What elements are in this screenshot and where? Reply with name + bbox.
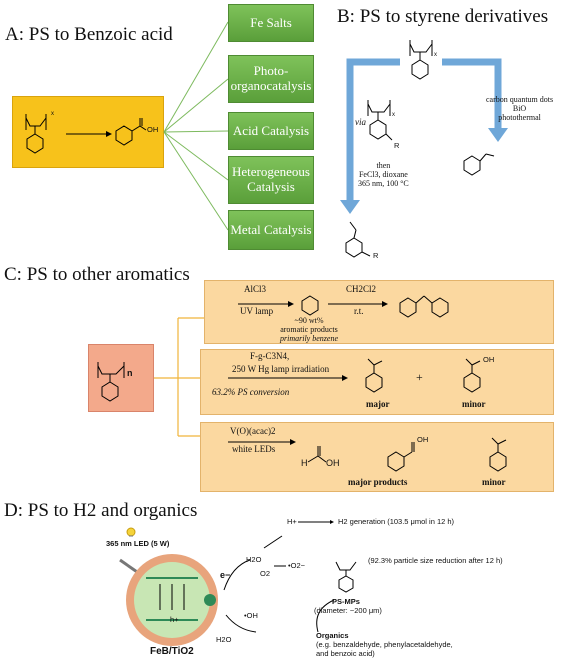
- row3-reagent-bottom: white LEDs: [232, 444, 276, 454]
- panel-b-conditions-right: carbon quantum dots BiO photothermal: [486, 95, 554, 122]
- panel-b-title: B: PS to styrene derivatives: [337, 6, 549, 27]
- row3-reagent-top: V(O)(acac)2: [230, 426, 276, 436]
- panel-a-fan-lines: [163, 21, 229, 231]
- panel-a-title: A: PS to Benzoic acid: [5, 24, 173, 45]
- panel-a-reaction-box: [12, 96, 164, 168]
- row2-minor: minor: [462, 399, 486, 409]
- row1-note: ~90 wt% aromatic products primarily benz…: [280, 316, 338, 343]
- row1-reagent-bottom: UV lamp: [240, 306, 274, 316]
- panel-d-superoxide: •O2−: [288, 561, 306, 570]
- panel-c-polystyrene: [97, 362, 125, 402]
- row3-major: major products: [348, 477, 408, 487]
- panel-d-h2o-top: H2O: [246, 555, 262, 564]
- catalyst-acid-catalysis: Acid Catalysis: [228, 112, 314, 150]
- row2-oh: OH: [483, 355, 495, 364]
- panel-d-h-plus: H+: [287, 517, 297, 526]
- row3-h: H: [301, 458, 308, 468]
- panel-d-o2: O2: [260, 569, 271, 578]
- panel-c-row2-box: [200, 349, 554, 415]
- row3-oh2: OH: [417, 435, 429, 444]
- panel-b-intermediate-r: R: [394, 141, 400, 150]
- row1-step2-bottom: r.t.: [354, 306, 364, 316]
- row2-conversion: 63.2% PS conversion: [212, 387, 290, 397]
- panel-d-diameter: (diameter: ~200 μm): [314, 606, 382, 615]
- panel-d-scheme: [119, 520, 357, 646]
- panel-c-row2-scheme: [228, 358, 481, 393]
- panel-d-led: 365 nm LED (5 W): [106, 539, 170, 548]
- panel-a-subscript: x: [51, 111, 54, 117]
- panel-d-catalyst: FeB/TiO2: [150, 646, 194, 657]
- panel-d-title: D: PS to H2 and organics: [4, 500, 198, 521]
- panel-c-row3-scheme: [228, 437, 507, 472]
- panel-d-h2-generation: H2 generation (103.5 μmol in 12 h): [338, 517, 455, 526]
- panel-c-start-box: [88, 344, 154, 412]
- catalyst-metal-catalysis: Metal Catalysis: [228, 210, 314, 250]
- panel-c-connectors: [154, 317, 204, 437]
- row2-reagent-bottom: 250 W Hg lamp irradiation: [232, 364, 330, 374]
- row3-minor: minor: [482, 477, 506, 487]
- catalyst-fe-salts: Fe Salts: [228, 4, 314, 42]
- panel-b-top-subscript: x: [434, 52, 437, 58]
- panel-c-title: C: PS to other aromatics: [4, 264, 190, 285]
- panel-c-row3-box: [200, 422, 554, 492]
- panel-c-row1-box: [204, 280, 554, 344]
- panel-d-h2o-bottom: H2O: [216, 635, 232, 644]
- panel-b-intermediate-subscript: x: [392, 112, 395, 118]
- panel-d-size-reduction: (92.3% particle size reduction after 12 …: [368, 556, 503, 565]
- row2-major: major: [366, 399, 390, 409]
- panel-c-row1-scheme: [238, 295, 449, 318]
- row2-plus: +: [416, 370, 423, 384]
- panel-a-oh-label: OH: [147, 125, 159, 134]
- panel-b-conditions-left: then FeCl3, dioxane 365 nm, 100 °C: [358, 161, 409, 188]
- row1-step2-top: CH2Cl2: [346, 284, 377, 294]
- panel-a-reaction-structures: [25, 114, 147, 154]
- panel-d-e-label: e−: [220, 570, 231, 580]
- panel-b-structures: [340, 40, 508, 258]
- panel-d-organics: Organics: [316, 631, 349, 640]
- panel-d-h-label: h+: [170, 615, 179, 624]
- row2-reagent-top: F-g-C3N4,: [250, 351, 290, 361]
- panel-d-organics-examples: (e.g. benzaldehyde, phenylacetaldehyde, …: [316, 640, 453, 658]
- panel-d-oh-radical: •OH: [244, 611, 258, 620]
- row3-oh1: OH: [326, 458, 340, 468]
- panel-b-product-r: R: [373, 251, 379, 260]
- row1-reagent-top: AlCl3: [244, 284, 267, 294]
- catalyst-photo-organocatalysis: Photo-organocatalysis: [228, 55, 314, 103]
- panel-b-via: via: [355, 117, 366, 127]
- panel-d-ps-mps: PS-MPs: [332, 597, 360, 606]
- catalyst-heterogeneous-catalysis: Heterogeneous Catalysis: [228, 156, 314, 204]
- panel-c-subscript: n: [127, 368, 133, 378]
